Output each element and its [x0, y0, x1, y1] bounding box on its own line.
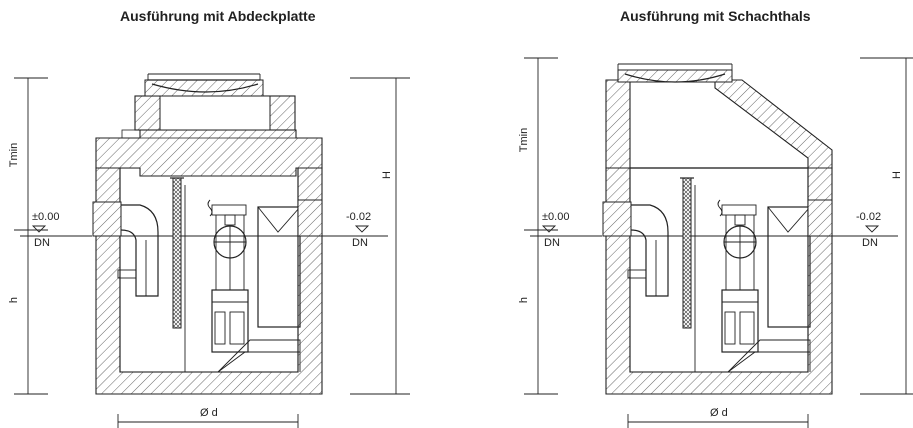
- right-outlet-dn: DN: [862, 237, 878, 249]
- right-inlet-level: ±0.00: [542, 211, 569, 223]
- left-tmin-label: Tmin: [8, 143, 20, 167]
- right-inlet-dn: DN: [544, 237, 560, 249]
- left-outlet-dn: DN: [352, 237, 368, 249]
- right-drawing: Tmin h H ±0.00 DN -0.02 DN Ø d: [518, 57, 913, 428]
- right-outlet-level: -0.02: [856, 211, 881, 223]
- right-tmin-label: Tmin: [518, 128, 530, 152]
- right-h-label: h: [518, 297, 530, 303]
- left-diameter-label: Ø d: [200, 407, 218, 419]
- title-right: Ausführung mit Schachthals: [620, 8, 811, 24]
- left-h-label: h: [8, 297, 20, 303]
- left-outlet-level: -0.02: [346, 211, 371, 223]
- right-H-label: H: [891, 171, 903, 179]
- title-left: Ausführung mit Abdeckplatte: [120, 8, 316, 24]
- left-H-label: H: [381, 171, 393, 179]
- left-inlet-dn: DN: [34, 237, 50, 249]
- right-diameter-label: Ø d: [710, 407, 728, 419]
- left-drawing: Tmin h H ±0.00 DN -0.02 DN Ø d: [8, 73, 410, 428]
- left-inlet-level: ±0.00: [32, 211, 59, 223]
